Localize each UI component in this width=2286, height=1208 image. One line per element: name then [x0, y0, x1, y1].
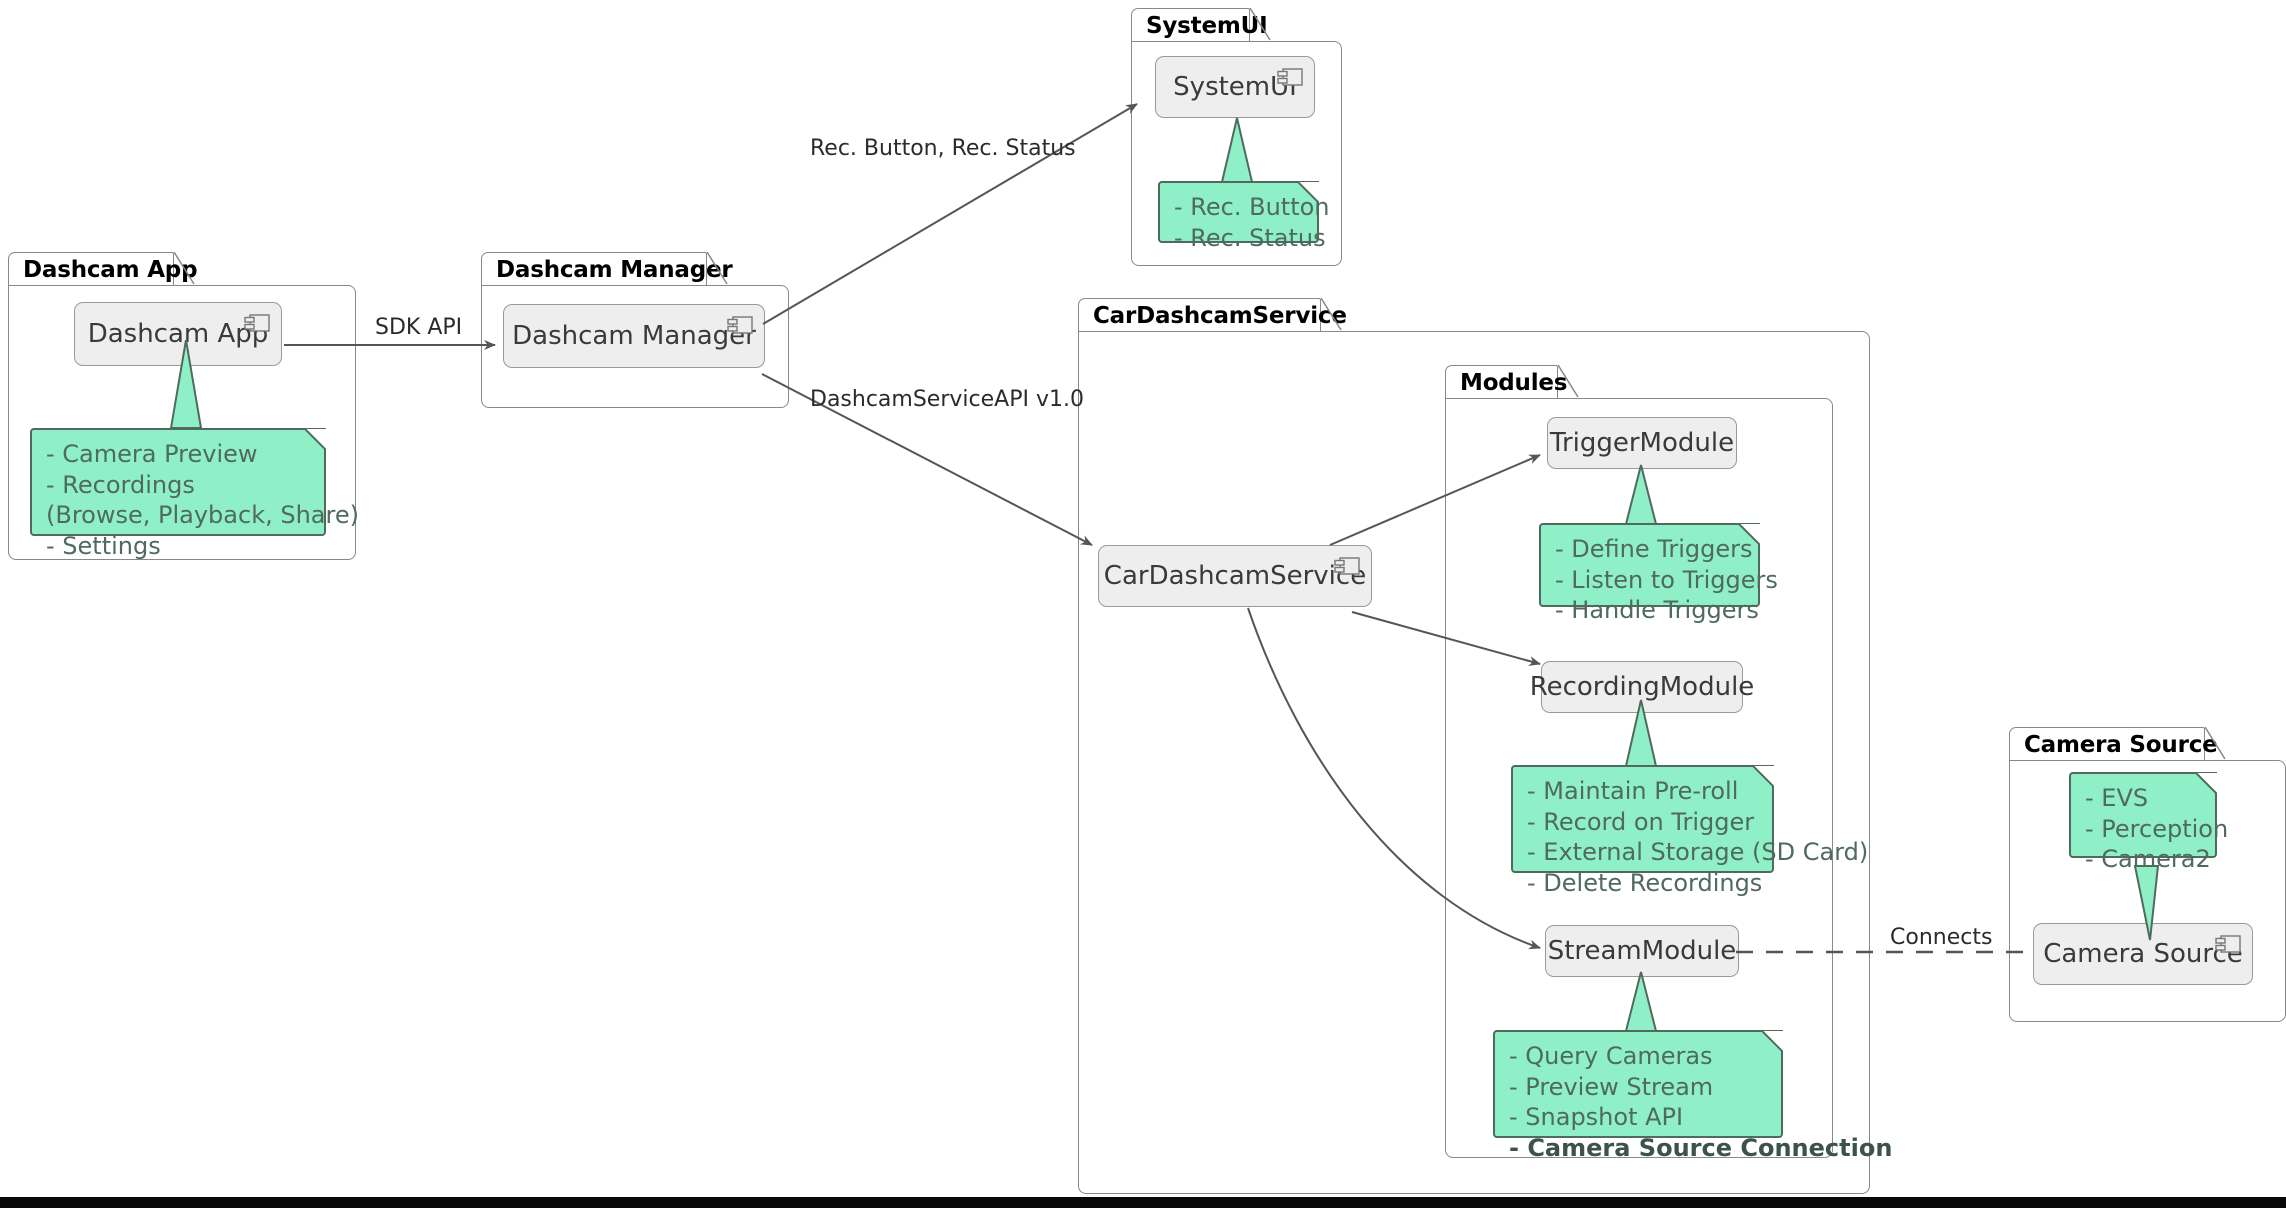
package-tab-slant: [1321, 298, 1343, 332]
note-line: - Preview Stream: [1509, 1072, 1714, 1101]
package-label-camera-source: Camera Source: [2024, 731, 2218, 758]
component-dashcam-app[interactable]: Dashcam App: [74, 302, 282, 366]
component-recording-module[interactable]: RecordingModule: [1530, 661, 1754, 713]
component-trigger-module[interactable]: TriggerModule: [1547, 417, 1737, 469]
package-label-dashcam-manager: Dashcam Manager: [496, 256, 733, 283]
package-tab-dashcam-manager: Dashcam Manager: [481, 252, 733, 286]
note-stream-module: - Query Cameras - Preview Stream - Snaps…: [1493, 1029, 1892, 1162]
note-line: - Settings: [46, 532, 161, 561]
uml-component-icon: [2215, 935, 2241, 954]
note-fold-corner: [303, 427, 327, 451]
component-label-recording-module: RecordingModule: [1529, 672, 1755, 702]
component-label-dashcam-manager: Dashcam Manager: [512, 321, 756, 351]
package-label-dashcam-app: Dashcam App: [23, 256, 198, 283]
note-line: - Snapshot API: [1509, 1103, 1684, 1132]
note-line: - External Storage (SD Card): [1527, 838, 1869, 867]
package-dashcam-manager: Dashcam Manager Dashcam Manager: [481, 252, 789, 408]
package-label-modules: Modules: [1460, 369, 1568, 396]
note-fold-corner: [1751, 764, 1775, 788]
component-camera-source[interactable]: Camera Source: [2033, 923, 2253, 985]
note-line: (Browse, Playback, Share): [46, 501, 359, 530]
note-line: - Delete Recordings: [1527, 869, 1763, 898]
package-tab-dashcam-app: Dashcam App: [8, 252, 198, 286]
package-dashcam-app: Dashcam App Dashcam App: [8, 252, 359, 560]
note-line: - Camera2: [2085, 845, 2211, 874]
note-line: - Query Cameras: [1509, 1042, 1713, 1070]
package-tab-slant: [707, 252, 729, 286]
edge-label-connects: Connects: [1890, 925, 1993, 950]
component-stream-module[interactable]: StreamModule: [1545, 925, 1739, 977]
note-line: - Handle Triggers: [1555, 596, 1759, 625]
package-tab-slant: [1250, 8, 1272, 42]
package-label-systemui: SystemUI: [1146, 12, 1268, 39]
component-label-cardashcamservice: CarDashcamService: [1103, 561, 1367, 591]
note-fold-corner: [1737, 522, 1761, 546]
uml-component-icon: [244, 314, 270, 333]
note-systemui: - Rec. Button - Rec. Status: [1158, 180, 1330, 252]
component-dashcam-manager[interactable]: Dashcam Manager: [503, 304, 765, 368]
note-line: - Recordings: [46, 470, 195, 499]
note-fold-corner: [2194, 771, 2218, 795]
package-tab-camera-source: Camera Source: [2009, 727, 2218, 761]
note-line: - Rec. Button: [1174, 193, 1330, 221]
note-line: - Maintain Pre-roll: [1527, 777, 1739, 805]
edge-label-rec-button-status: Rec. Button, Rec. Status: [810, 136, 1076, 161]
note-trigger-module: - Define Triggers - Listen to Triggers -…: [1539, 522, 1778, 624]
package-tab-slant: [1558, 365, 1580, 399]
component-systemui[interactable]: SystemUI: [1155, 56, 1315, 118]
note-line: - EVS: [2085, 784, 2149, 812]
package-camera-source: Camera Source - EVS - Perception - Camer…: [2009, 727, 2286, 1022]
package-tab-modules: Modules: [1445, 365, 1568, 399]
note-line: - Record on Trigger: [1527, 807, 1755, 836]
package-tab-slant: [174, 252, 196, 286]
uml-component-icon: [1334, 557, 1360, 576]
note-line: - Camera Preview: [46, 440, 258, 468]
uml-component-icon: [1277, 68, 1303, 87]
component-label-stream-module: StreamModule: [1547, 936, 1737, 966]
package-tab-systemui: SystemUI: [1131, 8, 1268, 42]
edge-label-sdk-api: SDK API: [375, 315, 463, 340]
note-line: - Perception: [2085, 814, 2229, 843]
package-tab-slant: [2205, 727, 2227, 761]
component-label-dashcam-app: Dashcam App: [87, 319, 269, 349]
uml-component-icon: [727, 316, 753, 335]
package-label-cardashcamservice: CarDashcamService: [1093, 302, 1347, 329]
package-tab-cardashcamservice: CarDashcamService: [1078, 298, 1347, 332]
note-fold-corner: [1296, 180, 1320, 204]
component-label-systemui: SystemUI: [1173, 72, 1297, 102]
edge-label-dashcam-service-api: DashcamServiceAPI v1.0: [810, 387, 1084, 412]
package-systemui: SystemUI SystemUI: [1131, 8, 1342, 266]
note-dashcam-app: - Camera Preview - Recordings (Browse, P…: [30, 427, 359, 560]
note-recording-module: - Maintain Pre-roll - Record on Trigger …: [1511, 764, 1869, 897]
window-bottom-strip: [0, 1197, 2286, 1208]
note-line: - Listen to Triggers: [1555, 565, 1778, 594]
note-fold-corner: [1760, 1029, 1784, 1053]
note-line: - Rec. Status: [1174, 223, 1326, 252]
package-modules: Modules TriggerModule - Define Triggers: [1445, 365, 1892, 1162]
note-line: - Camera Source Connection: [1509, 1134, 1893, 1163]
component-label-camera-source: Camera Source: [2043, 939, 2243, 969]
package-cardashcamservice: CarDashcamService CarDashcamService Modu…: [1078, 298, 1892, 1194]
note-camera-source: - EVS - Perception - Camera2: [2069, 771, 2229, 873]
component-cardashcamservice[interactable]: CarDashcamService: [1098, 545, 1372, 607]
note-line: - Define Triggers: [1555, 535, 1753, 563]
component-label-trigger-module: TriggerModule: [1549, 428, 1735, 458]
